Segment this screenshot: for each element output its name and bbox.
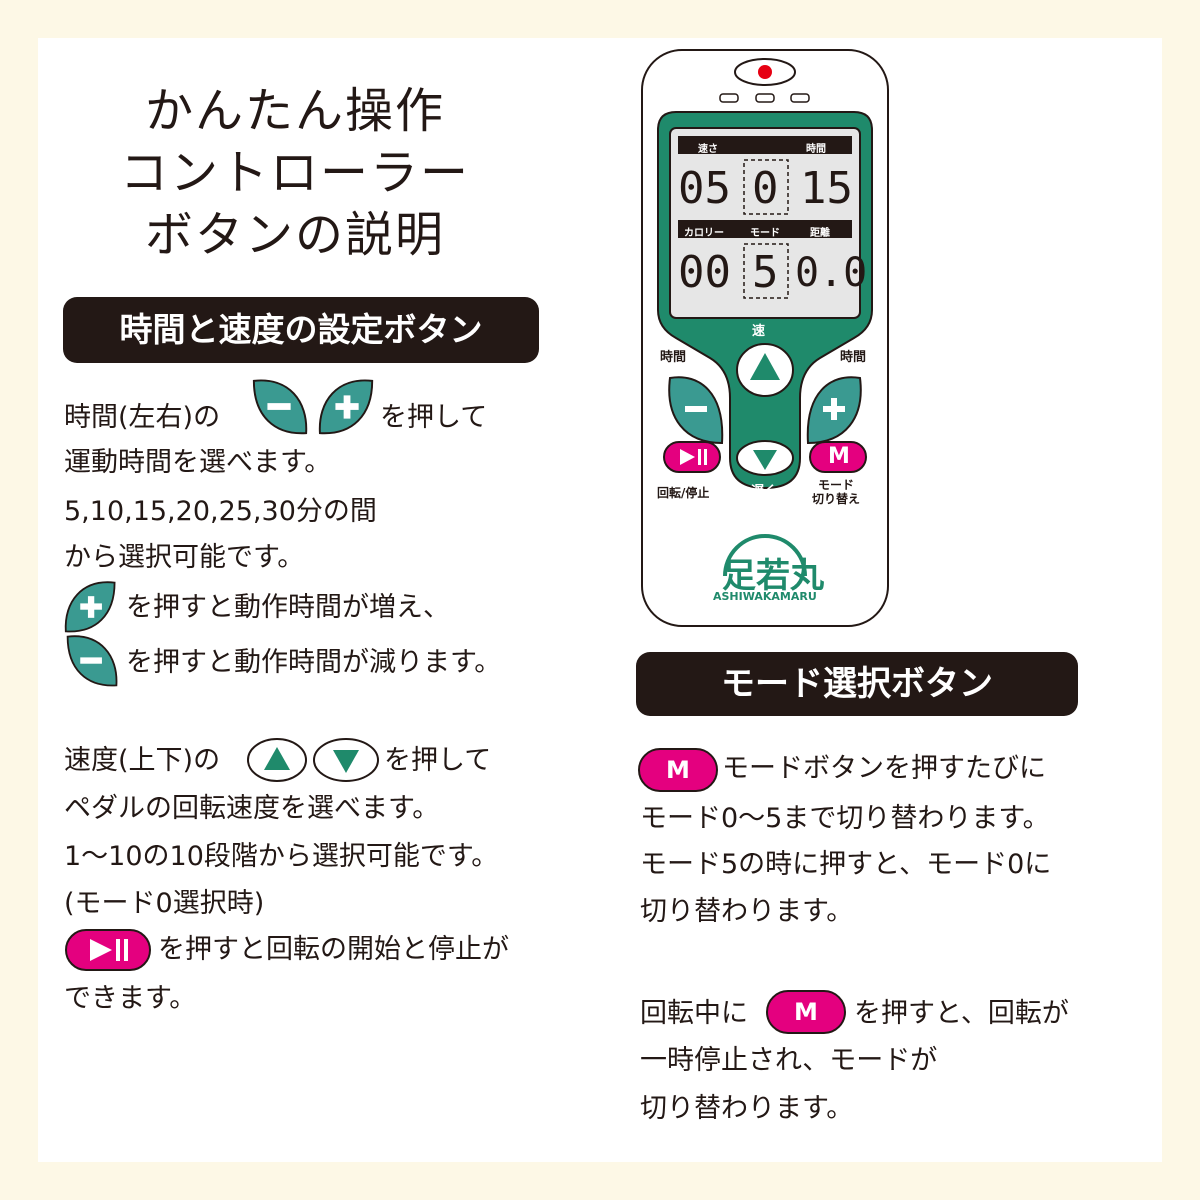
title-line-1: かんたん操作 bbox=[144, 83, 445, 139]
plus-leaf-icon bbox=[64, 581, 116, 633]
mode-p2-line-3: 切り替わります。 bbox=[640, 1093, 854, 1124]
mode-p2-line-1b: を押すと、回転が bbox=[854, 998, 1069, 1029]
remote-label-speed-up: 速 bbox=[752, 324, 766, 339]
time-line-6: を押すと動作時間が減ります。 bbox=[126, 647, 502, 678]
plus-leaf-icon bbox=[318, 379, 374, 435]
speed-line-5: を押すと回転の開始と停止が bbox=[158, 934, 509, 965]
lcd-label-calorie: カロリー bbox=[684, 228, 724, 239]
time-line-5: を押すと動作時間が増え、 bbox=[126, 592, 450, 623]
speed-line-3: 1〜10の10段階から選択可能です。 bbox=[64, 841, 499, 872]
speed-line-1b: を押して bbox=[384, 745, 492, 776]
time-line-1: 時間(左右)の bbox=[64, 402, 221, 433]
lcd-calorie-value: 00 bbox=[678, 247, 731, 298]
speed-line-2: ペダルの回転速度を選べます。 bbox=[64, 793, 440, 824]
minus-leaf-icon bbox=[252, 379, 308, 435]
title-line-2: コントローラー bbox=[119, 145, 470, 201]
remote-mode-button-label: M bbox=[828, 444, 850, 469]
mode-p2-line-2: 一時停止され、モードが bbox=[640, 1045, 938, 1076]
m-button-icon: M bbox=[638, 748, 718, 792]
lcd-label-distance: 距離 bbox=[810, 228, 830, 239]
content-card bbox=[38, 38, 1162, 1162]
time-speed-heading: 時間と速度の設定ボタン bbox=[63, 297, 539, 363]
remote-label-play: 回転/停止 bbox=[657, 486, 710, 500]
speed-line-6: できます。 bbox=[64, 983, 197, 1014]
lcd-label-time: 時間 bbox=[806, 144, 826, 155]
lcd-mode-value: 5 bbox=[752, 247, 779, 298]
mode-p1-line-4: 切り替わります。 bbox=[640, 896, 854, 927]
time-line-2: 運動時間を選べます。 bbox=[64, 447, 332, 478]
page-title: かんたん操作 コントローラー ボタンの説明 bbox=[70, 80, 520, 266]
remote-label-time-right: 時間 bbox=[840, 350, 867, 365]
remote-controller bbox=[641, 49, 889, 627]
lcd-time-value: 15 bbox=[800, 163, 853, 214]
minus-leaf-icon bbox=[66, 635, 118, 687]
mode-p2-line-1a: 回転中に bbox=[640, 998, 748, 1029]
mode-p1-line-1: モードボタンを押すたびに bbox=[722, 753, 1046, 784]
remote-label-mode: モード 切り替え bbox=[811, 478, 860, 506]
mode-p1-line-2: モード0〜5まで切り替わります。 bbox=[640, 803, 1050, 834]
mode-p1-line-3: モード5の時に押すと、モード0に bbox=[640, 849, 1052, 880]
m-button-icon: M bbox=[766, 990, 846, 1034]
mode-heading: モード選択ボタン bbox=[636, 652, 1078, 716]
lcd-label-speed: 速さ bbox=[698, 144, 718, 155]
time-line-1b: を押して bbox=[380, 402, 488, 433]
remote-label-slow: 遅く bbox=[751, 484, 778, 499]
down-triangle-icon bbox=[313, 738, 379, 782]
lcd-speed-value: 05 bbox=[678, 163, 731, 214]
lcd-label-mode: モード bbox=[750, 228, 780, 239]
speed-line-4: (モード0選択時) bbox=[64, 888, 265, 919]
play-pause-icon bbox=[65, 929, 151, 971]
lcd-distance-value: 0.0 bbox=[795, 250, 868, 296]
time-line-4: から選択可能です。 bbox=[64, 542, 305, 573]
title-line-3: ボタンの説明 bbox=[144, 207, 445, 263]
time-line-3: 5,10,15,20,25,30分の間 bbox=[64, 496, 377, 527]
up-triangle-icon bbox=[247, 738, 307, 782]
remote-label-time-left: 時間 bbox=[660, 350, 687, 365]
lcd-mode-top-value: 0 bbox=[752, 163, 779, 214]
logo-text: 足若丸 bbox=[722, 556, 824, 596]
speed-line-1: 速度(上下)の bbox=[64, 745, 221, 776]
logo-subtext: ASHIWAKAMARU bbox=[713, 590, 817, 603]
